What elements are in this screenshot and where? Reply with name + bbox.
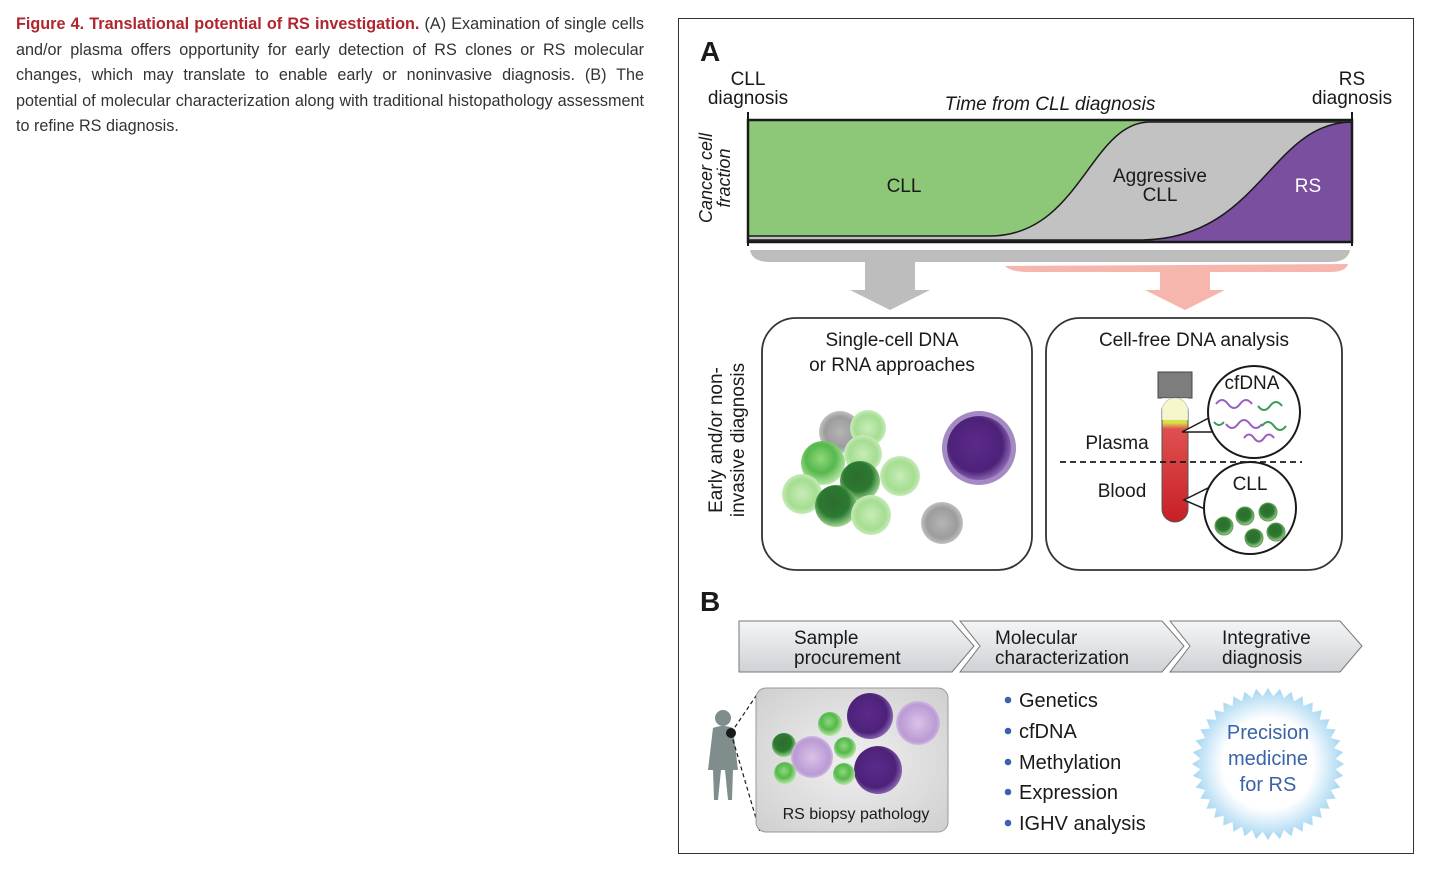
rs-diagnosis-line1: RS xyxy=(1339,69,1365,90)
bullet-item: Expression xyxy=(1019,782,1118,804)
step-integrative-diagnosis xyxy=(1168,620,1363,673)
cfdna-magnifier xyxy=(1207,365,1301,459)
panel-b-label: B xyxy=(700,586,720,617)
gray-arrow xyxy=(850,262,930,310)
y-axis-line1: Cancer cell xyxy=(696,132,716,223)
y-axis-label: Cancer cell fraction xyxy=(696,132,734,223)
human-figure-icon xyxy=(708,710,738,800)
badge-line2: medicine xyxy=(1228,748,1308,770)
region-aggressive-line1: Aggressive xyxy=(1113,166,1207,187)
panel-a-label: A xyxy=(700,36,720,67)
step3-line2: diagnosis xyxy=(1222,648,1302,669)
badge-line1: Precision xyxy=(1227,722,1309,744)
step3-line1: Integrative xyxy=(1222,628,1311,649)
zoom-line-bottom xyxy=(730,732,761,833)
cll-cells-label: CLL xyxy=(1233,474,1268,495)
biopsy-label: RS biopsy pathology xyxy=(783,806,930,823)
time-axis-label: Time from CLL diagnosis xyxy=(945,94,1156,115)
cll-cells xyxy=(1214,502,1286,548)
figure-caption: Figure 4. Translational potential of RS … xyxy=(16,12,644,140)
step1-line1: Sample xyxy=(794,628,858,649)
single-cell-cluster xyxy=(782,410,1016,544)
precision-medicine-badge xyxy=(1192,688,1344,840)
cfdna-strands xyxy=(1213,399,1287,443)
pink-bracket xyxy=(1005,264,1348,272)
bullet-dot xyxy=(1004,819,1012,827)
bullet-dot xyxy=(1004,696,1012,704)
cll-diagnosis-line2: diagnosis xyxy=(708,88,788,109)
cfdna-box-title: Cell-free DNA analysis xyxy=(1099,330,1289,351)
bullet-item: IGHV analysis xyxy=(1019,813,1146,835)
blood-tube xyxy=(1157,371,1193,523)
bullet-item: Genetics xyxy=(1019,690,1098,712)
caption-body: (A) Examination of single cells and/or p… xyxy=(16,15,644,136)
gray-bracket xyxy=(750,250,1350,262)
side-label-line1: Early and/or non- xyxy=(706,367,727,513)
figure-frame xyxy=(678,18,1414,854)
molecular-bullet-list: Genetics cfDNA Methylation Expression IG… xyxy=(1004,690,1146,835)
step2-line2: characterization xyxy=(995,648,1129,669)
cfdna-label: cfDNA xyxy=(1225,373,1280,394)
step-sample-procurement xyxy=(738,620,975,673)
region-aggressive-line2: CLL xyxy=(1143,185,1178,206)
step1-line2: procurement xyxy=(794,648,901,669)
bullet-dot xyxy=(1004,788,1012,796)
zoom-line-top xyxy=(730,689,761,734)
step2-line1: Molecular xyxy=(995,628,1078,649)
step-molecular-characterization xyxy=(958,620,1185,673)
pink-arrow xyxy=(1145,272,1225,310)
bullet-item: Methylation xyxy=(1019,752,1121,774)
bullet-dot xyxy=(1004,727,1012,735)
biopsy-cells xyxy=(772,693,940,794)
side-label-line2: invasive diagnosis xyxy=(728,363,749,517)
bullet-item: cfDNA xyxy=(1019,721,1077,743)
plasma-label: Plasma xyxy=(1085,433,1149,454)
cll-diagnosis-line1: CLL xyxy=(731,69,766,90)
region-rs-label: RS xyxy=(1295,176,1321,197)
caption-title: Figure 4. Translational potential of RS … xyxy=(16,15,420,33)
y-axis-line2: fraction xyxy=(714,148,734,207)
early-diagnosis-label: Early and/or non- invasive diagnosis xyxy=(706,363,749,517)
single-cell-title-line2: or RNA approaches xyxy=(809,355,975,376)
rs-diagnosis-line2: diagnosis xyxy=(1312,88,1392,109)
region-cll-label: CLL xyxy=(887,176,922,197)
blood-label: Blood xyxy=(1098,481,1147,502)
badge-line3: for RS xyxy=(1240,774,1297,796)
single-cell-title-line1: Single-cell DNA xyxy=(825,330,958,351)
bullet-dot xyxy=(1004,758,1012,766)
